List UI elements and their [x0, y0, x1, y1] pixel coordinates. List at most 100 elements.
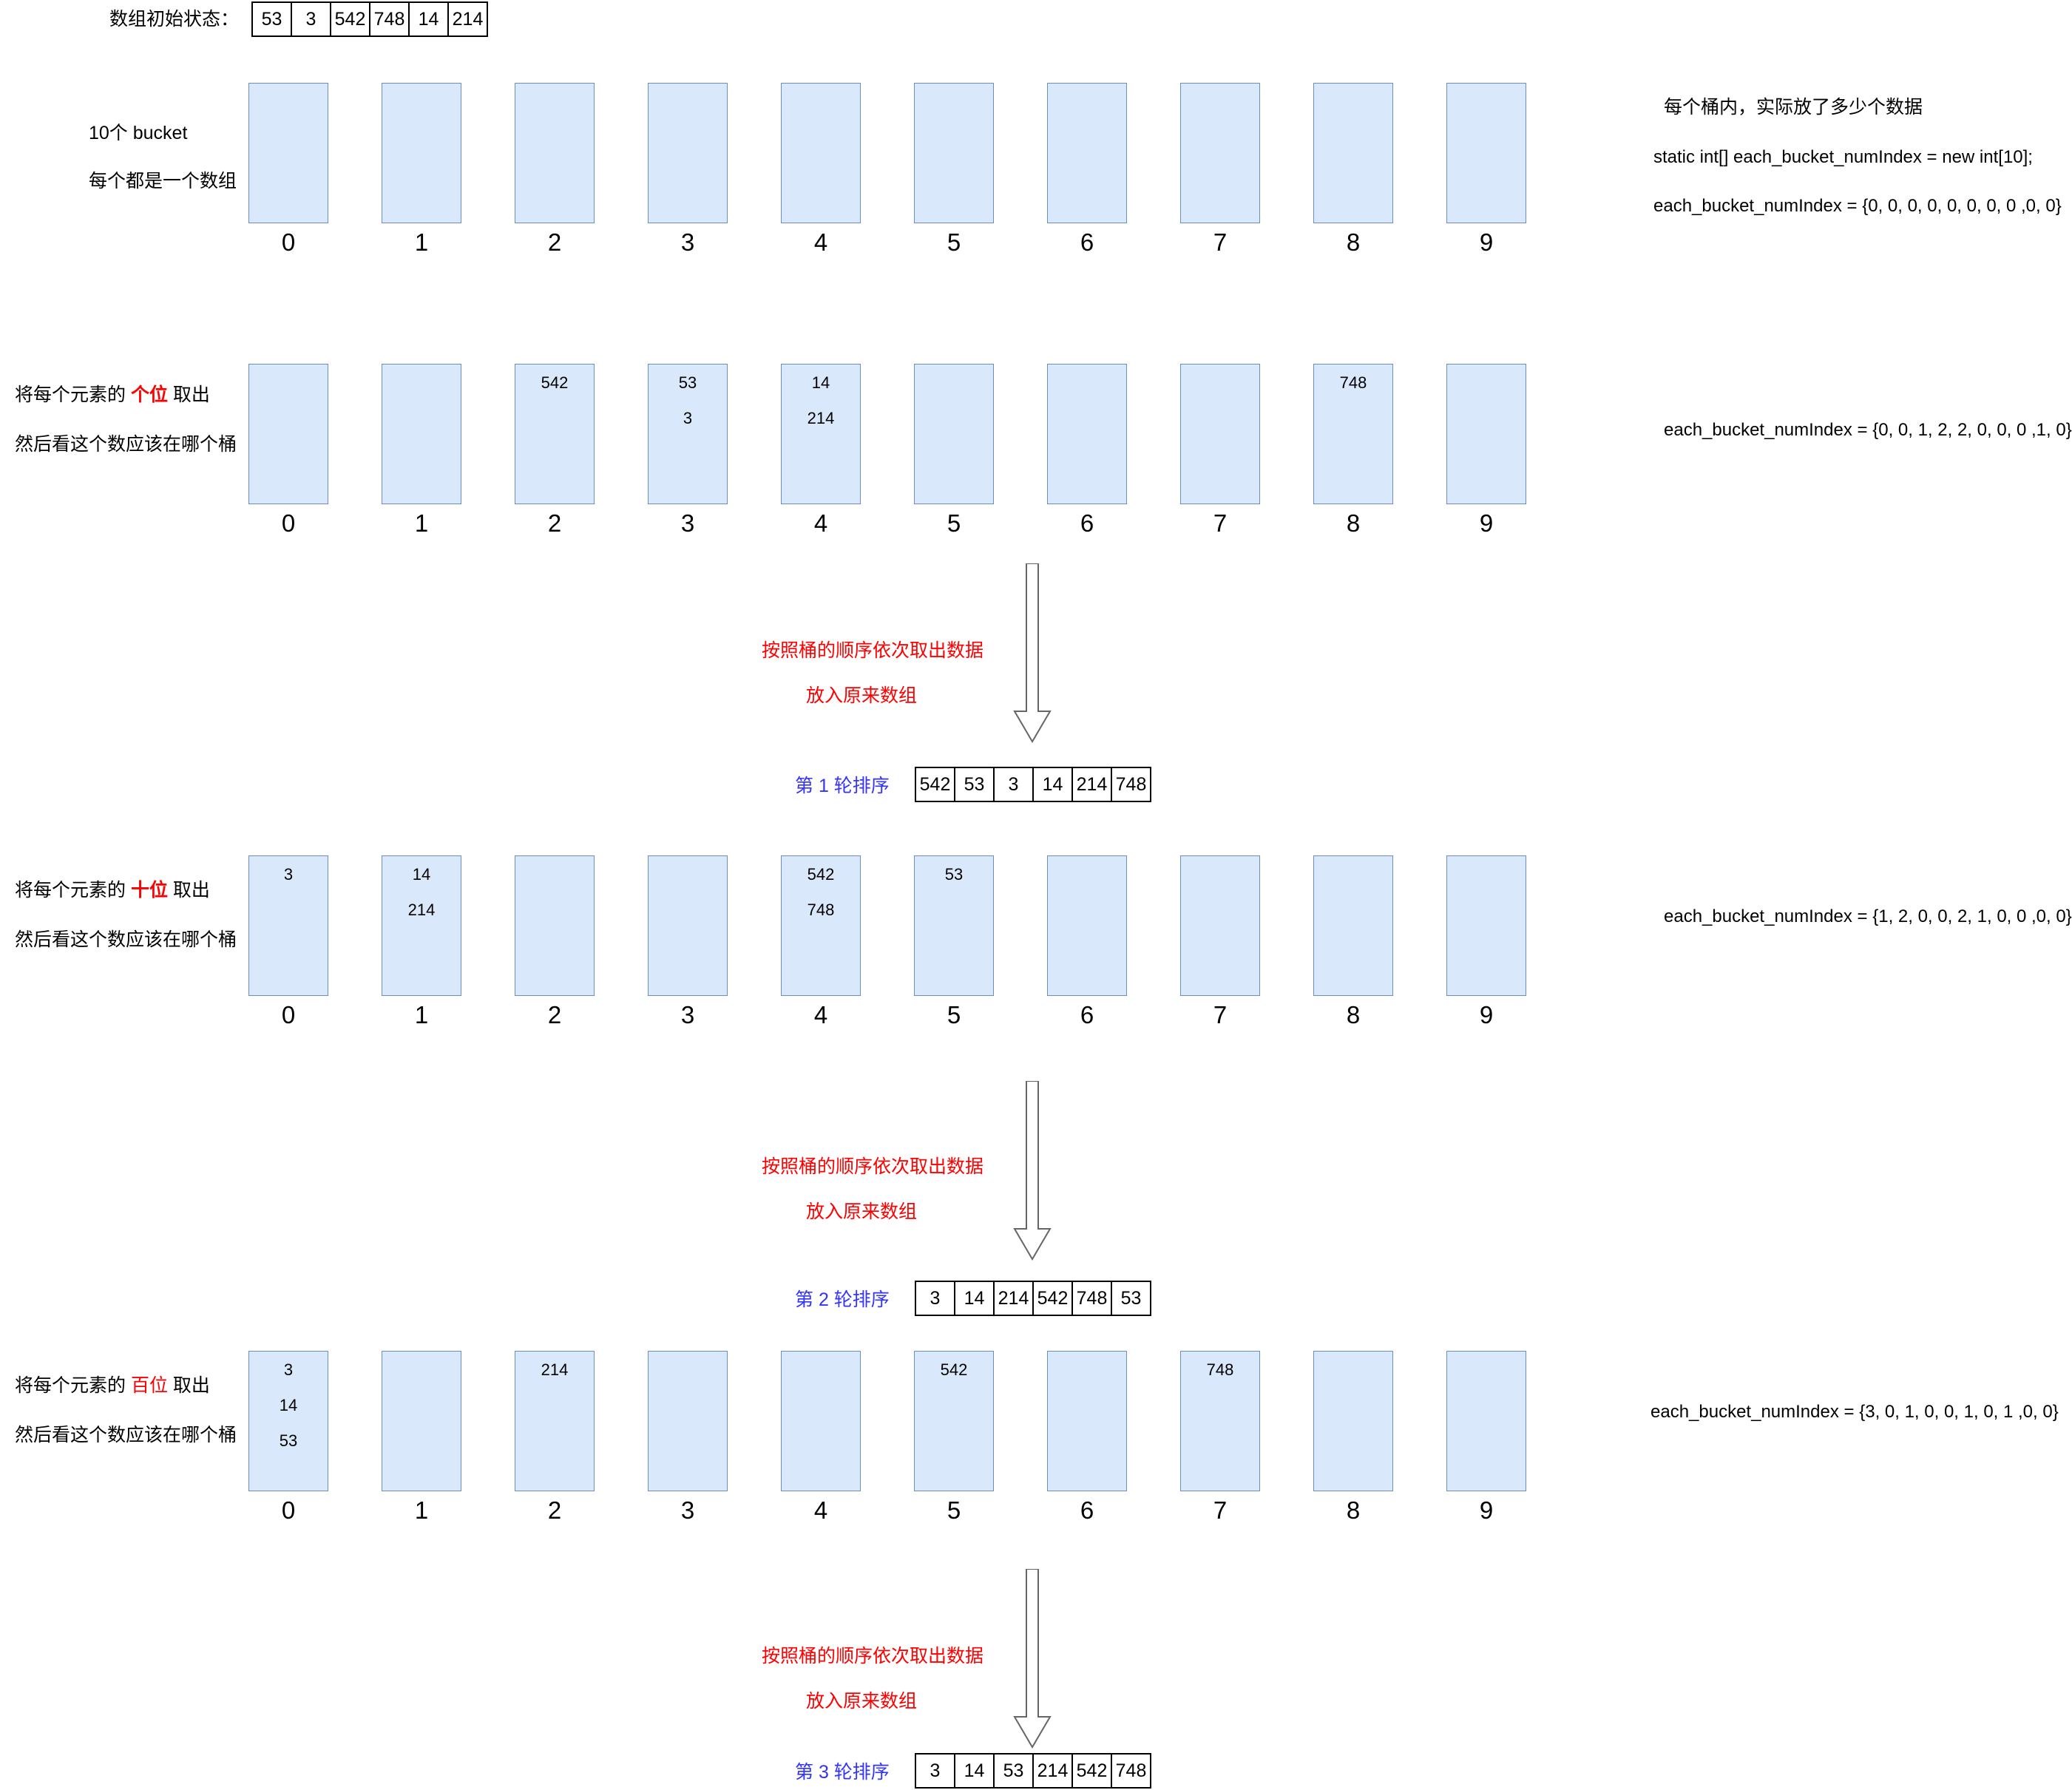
bucket-items [515, 856, 594, 867]
initial-array-label: 数组初始状态： [109, 9, 240, 30]
bucket-value: 214 [807, 409, 835, 427]
bucket-index-label-4: 4 [813, 1496, 828, 1524]
bucket-count-note-title: 每个桶内，实际放了多少个数据 [1664, 97, 1923, 118]
bucket-index-label-1: 1 [414, 1001, 429, 1028]
bucket-items: 3 [249, 856, 328, 883]
bucket-items: 748 [1181, 1352, 1259, 1378]
bucket-value: 3 [283, 865, 294, 884]
bucket-3[interactable] [648, 83, 728, 223]
bucket-6[interactable] [1047, 855, 1127, 996]
tens-prefix: 将每个元素的 [15, 880, 131, 901]
array-cell: 53 [955, 768, 995, 801]
bucket-2[interactable]: 214 [515, 1351, 595, 1491]
array-cell: 3 [916, 1755, 955, 1787]
array-cell: 14 [955, 1755, 995, 1787]
array-cell: 542 [331, 3, 370, 35]
bucket-kind-label: 每个都是一个数组 [89, 171, 237, 191]
bucket-value: 14 [412, 865, 431, 884]
ones-digit-instruction: 将每个元素的 个位 取出 [15, 386, 237, 404]
bucket-8[interactable] [1313, 855, 1393, 996]
bucket-3[interactable] [648, 1351, 728, 1491]
bucket-count-state-empty: each_bucket_numIndex = {0, 0, 0, 0, 0, 0… [1653, 196, 2062, 216]
array-cell: 748 [370, 3, 410, 35]
bucket-5[interactable]: 53 [914, 855, 994, 996]
bucket-index-label-7: 7 [1213, 1001, 1228, 1028]
bucket-2[interactable] [515, 83, 595, 223]
bucket-index-label-3: 3 [680, 509, 695, 537]
bucket-7[interactable] [1180, 855, 1260, 996]
bucket-index-label-3: 3 [680, 1001, 695, 1028]
tens-digit-highlight: 十位 [130, 880, 168, 901]
bucket-index-label-6: 6 [1080, 228, 1094, 256]
round-3-label: 第 3 轮排序 [795, 1762, 890, 1783]
bucket-index-label-2: 2 [547, 1496, 562, 1524]
array-cell: 214 [995, 1282, 1034, 1315]
bucket-2[interactable] [515, 855, 595, 996]
bucket-8[interactable]: 748 [1313, 364, 1393, 504]
array-cell: 214 [1034, 1755, 1073, 1787]
bucket-4[interactable] [781, 1351, 861, 1491]
array-cell: 14 [955, 1282, 995, 1315]
bucket-items [782, 84, 860, 94]
bucket-1[interactable] [382, 83, 461, 223]
array-cell: 214 [1073, 768, 1112, 801]
bucket-3[interactable] [648, 855, 728, 996]
bucket-9[interactable] [1446, 364, 1526, 504]
bucket-items [649, 84, 727, 94]
bucket-6[interactable] [1047, 364, 1127, 504]
bucket-index-label-7: 7 [1213, 1496, 1228, 1524]
bucket-1[interactable] [382, 364, 461, 504]
bucket-7[interactable] [1180, 364, 1260, 504]
bucket-4[interactable] [781, 83, 861, 223]
bucket-0[interactable] [248, 364, 328, 504]
bucket-7[interactable]: 748 [1180, 1351, 1260, 1491]
tens-suffix: 取出 [167, 880, 210, 901]
array-cell: 214 [449, 3, 487, 35]
bucket-9[interactable] [1446, 1351, 1526, 1491]
round-1-label: 第 1 轮排序 [795, 776, 890, 796]
bucket-value: 542 [807, 865, 835, 884]
bucket-value: 53 [678, 373, 697, 392]
bucket-0[interactable] [248, 83, 328, 223]
bucket-5[interactable] [914, 364, 994, 504]
array-cell: 542 [1034, 1282, 1073, 1315]
bucket-items [1314, 1352, 1392, 1362]
bucket-value: 748 [1339, 373, 1367, 392]
bucket-index-label-1: 1 [414, 228, 429, 256]
bucket-index-label-2: 2 [547, 228, 562, 256]
bucket-9[interactable] [1446, 83, 1526, 223]
bucket-index-label-5: 5 [947, 1001, 961, 1028]
bucket-items: 748 [1314, 365, 1392, 391]
bucket-items [1181, 856, 1259, 867]
bucket-2[interactable]: 542 [515, 364, 595, 504]
bucket-index-label-9: 9 [1479, 228, 1494, 256]
bucket-0[interactable]: 3 [248, 855, 328, 996]
bucket-5[interactable]: 542 [914, 1351, 994, 1491]
bucket-9[interactable] [1446, 855, 1526, 996]
bucket-6[interactable] [1047, 1351, 1127, 1491]
bucket-6[interactable] [1047, 83, 1127, 223]
bucket-5[interactable] [914, 83, 994, 223]
transfer-note-2-line2: 放入原来数组 [806, 1201, 918, 1222]
bucket-8[interactable] [1313, 1351, 1393, 1491]
bucket-8[interactable] [1313, 83, 1393, 223]
array-cell: 53 [995, 1755, 1034, 1787]
tens-digit-instruction: 将每个元素的 十位 取出 [15, 881, 237, 900]
bucket-1[interactable] [382, 1351, 461, 1491]
bucket-items [782, 1352, 860, 1362]
transfer-note-1: 按照桶的顺序依次取出数据 放入原来数组 [762, 642, 983, 705]
bucket-7[interactable] [1180, 83, 1260, 223]
bucket-items [1447, 365, 1526, 375]
bucket-value: 3 [283, 1360, 294, 1379]
bucket-value: 14 [279, 1396, 298, 1414]
bucket-index-label-1: 1 [414, 509, 429, 537]
